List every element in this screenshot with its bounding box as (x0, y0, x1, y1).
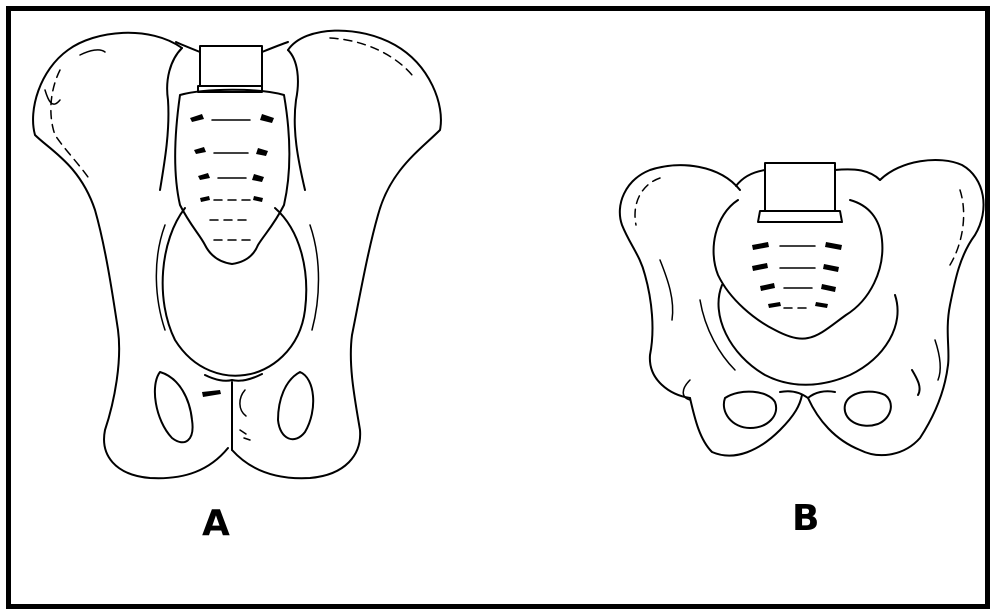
pelvis-a-symphysis-mark (202, 390, 221, 397)
pelvis-b-left-obturator (724, 392, 776, 428)
pelvis-b-right-obturator (845, 392, 891, 426)
pelvis-a (33, 31, 441, 479)
pelvis-a-vertebra (200, 46, 262, 86)
pelvis-a-left-crest (51, 70, 90, 180)
pelvis-b-left-crest (635, 178, 660, 225)
pelvis-a-left-inner (160, 48, 182, 190)
pelvis-a-left-scratch-2 (80, 50, 105, 55)
label-b: B (792, 498, 819, 539)
pelvis-b-vertebra-right-process (835, 169, 880, 180)
pelvis-a-inlet (163, 208, 307, 376)
pelvis-b-sacrum (714, 200, 883, 339)
pelvis-a-symphysis-tick (240, 430, 250, 440)
pelvis-a-sacrum (175, 90, 289, 264)
pelvis-a-right-inner (288, 50, 305, 190)
pelvis-a-vertebra-right-process (262, 42, 288, 52)
pelvis-b-right-ischium (808, 365, 948, 455)
pelvis-a-sacral-foramina (190, 114, 274, 240)
pelvis-a-right-obturator (278, 372, 313, 439)
pelvis-b-left-ischium (690, 395, 802, 456)
pelvis-b (620, 160, 984, 456)
pelvis-b-right-crest (950, 190, 964, 265)
pelvis-a-symphysis-curl (240, 390, 246, 416)
pelvis-b-sacral-foramina (752, 242, 842, 308)
pelvis-b-right-ischial-mark (935, 340, 940, 380)
pelvis-b-vertebra-base (758, 211, 842, 222)
pelvis-b-right-ilium (880, 160, 984, 365)
pelvis-a-left-obturator (155, 372, 193, 442)
pelvis-b-vertebra (765, 163, 835, 211)
label-a: A (202, 503, 230, 544)
pelvis-b-inlet (719, 285, 898, 385)
pelvis-a-left-ilium (33, 33, 228, 478)
pelvis-b-vertebra-left-process (736, 170, 765, 186)
pelvis-b-inlet-left-rim (700, 300, 735, 370)
pelvis-a-inlet-right-rim (310, 225, 319, 330)
pelvis-a-left-scratch (45, 90, 60, 104)
pelvis-a-right-crest (330, 38, 412, 75)
pelvis-b-pubic-arch (780, 391, 835, 398)
pelvis-a-right-ilium (232, 31, 441, 479)
pelvis-b-acetabulum-right (912, 370, 920, 395)
pelvis-b-left-scratch (660, 260, 673, 320)
